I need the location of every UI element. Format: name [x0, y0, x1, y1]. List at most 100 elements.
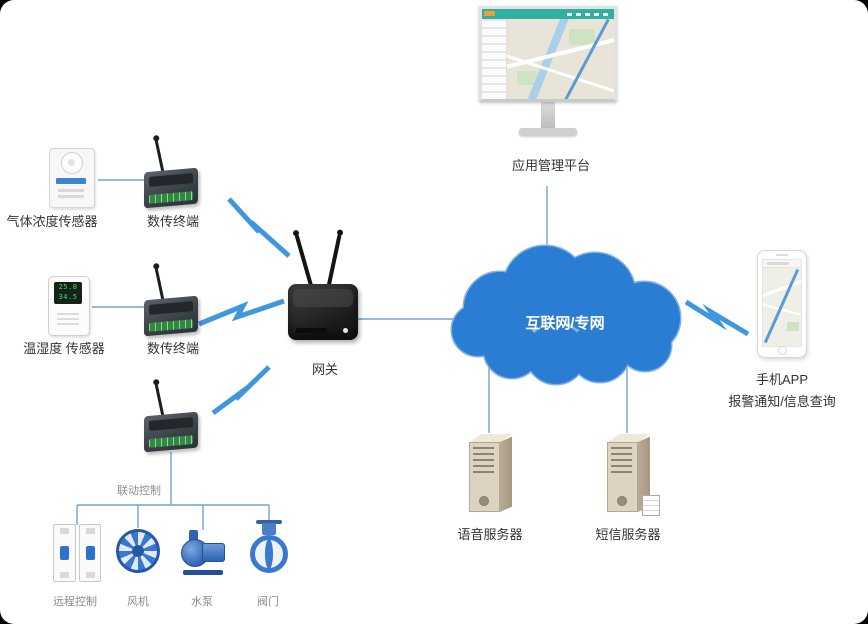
gateway-label: 网关	[311, 362, 338, 377]
bolt-dtu3-to-gateway	[211, 365, 271, 416]
bolt-dtu1-to-gateway	[227, 197, 291, 258]
fan-label: 风机	[127, 596, 149, 608]
sensor-brand-band	[56, 178, 86, 184]
mobile-phone	[757, 250, 807, 358]
bolt-cloud-to-phone	[684, 299, 750, 337]
dtu-panel	[149, 301, 193, 315]
map-road-line	[763, 275, 801, 300]
pump-outlet	[189, 530, 198, 542]
server-power-button	[617, 496, 627, 506]
gateway-router	[286, 232, 362, 358]
sms-server-label: 短信服务器	[595, 527, 661, 542]
map-park-patch	[787, 322, 799, 331]
lcd-humidity-value: 34.5	[58, 293, 78, 301]
dtu-terminal-block	[149, 319, 193, 332]
dtu1-device	[142, 140, 202, 212]
map-app-header	[482, 9, 614, 19]
search-pill	[767, 262, 789, 265]
temp-sensor-label: 温湿度 传感器	[23, 341, 105, 356]
server-vents	[473, 447, 494, 473]
cloud-label: 互联网/专网	[525, 315, 605, 332]
valve-handle	[256, 520, 282, 524]
connector-lines	[76, 179, 628, 530]
sensor-vent	[58, 195, 84, 198]
server-top-face	[469, 434, 512, 443]
server-vents	[611, 447, 632, 473]
monitor-stand	[541, 102, 555, 128]
linkage-control-label: 联动控制	[117, 485, 161, 497]
router-ports	[296, 328, 326, 333]
valve-device	[247, 520, 291, 582]
dtu2-label: 数传终端	[146, 341, 199, 356]
dtu-body	[144, 411, 198, 453]
dtu-panel	[149, 417, 193, 431]
router-led	[343, 328, 348, 333]
server-top-face	[607, 434, 650, 443]
dtu-body	[144, 167, 198, 209]
monitor-screen	[479, 6, 617, 102]
breaker-module	[78, 524, 101, 582]
gas-sensor-label: 气体浓度传感器	[6, 214, 98, 229]
breaker-lever	[60, 546, 69, 560]
breaker-lever	[85, 546, 95, 560]
server-side-face	[500, 436, 512, 512]
antenna-icon	[154, 384, 165, 416]
dtu3-device	[142, 384, 202, 456]
dtu1-label: 数传终端	[146, 214, 199, 229]
dtu-terminal-block	[149, 435, 193, 448]
phone-screen	[762, 259, 802, 347]
message-document-icon	[642, 495, 660, 516]
app-sidebar	[482, 19, 507, 99]
dtu-terminal-block	[149, 191, 193, 204]
temp-humidity-sensor-device: 25.8 34.5	[44, 274, 94, 338]
gas-sensor-device	[46, 146, 98, 208]
fan-hub	[132, 545, 144, 557]
phone-speaker	[776, 254, 788, 256]
antenna-icon	[326, 234, 342, 288]
dtu2-device	[142, 268, 202, 340]
pump-label: 水泵	[191, 596, 213, 608]
antenna-icon	[154, 268, 165, 300]
pump-motor	[202, 543, 225, 562]
platform-label: 应用管理平台	[511, 158, 590, 173]
lcd-temperature-value: 25.8	[58, 283, 78, 291]
cloud-shape	[450, 244, 682, 386]
voice-server	[466, 432, 518, 516]
remote-control-label: 远程控制	[53, 596, 97, 608]
antenna-icon	[294, 234, 314, 288]
water-pump-device	[181, 529, 225, 579]
router-body	[288, 284, 358, 340]
router-top-face	[293, 289, 353, 307]
map-park-patch	[517, 71, 537, 85]
home-button	[778, 346, 787, 355]
sms-server	[604, 432, 660, 516]
sensor-vent	[57, 310, 79, 325]
phone-app-label: 手机APP	[755, 372, 808, 387]
lcd-display: 25.8 34.5	[54, 282, 82, 304]
monitor-base	[519, 128, 577, 136]
dtu-panel	[149, 173, 193, 187]
map-park-patch	[569, 29, 595, 45]
antenna-icon	[154, 140, 165, 172]
voice-server-label: 语音服务器	[457, 527, 523, 542]
sensor-head	[61, 152, 83, 174]
sensor-vent	[58, 189, 84, 192]
remote-control-breaker	[53, 524, 101, 582]
platform-monitor	[479, 6, 617, 146]
app-menu-icon	[567, 13, 611, 16]
bolt-dtu2-to-gateway	[198, 298, 285, 327]
phone-app-bar	[763, 260, 801, 268]
fan-device	[114, 527, 162, 577]
breaker-module	[53, 524, 76, 582]
cloud-fill	[452, 246, 680, 384]
valve-actuator	[262, 523, 276, 535]
app-logo-icon	[484, 11, 495, 16]
wireless-bolts	[198, 197, 750, 416]
dtu-body	[144, 295, 198, 337]
valve-disc	[265, 539, 273, 569]
server-power-button	[479, 496, 489, 506]
pump-base	[183, 570, 223, 575]
valve-label: 阀门	[257, 596, 279, 608]
